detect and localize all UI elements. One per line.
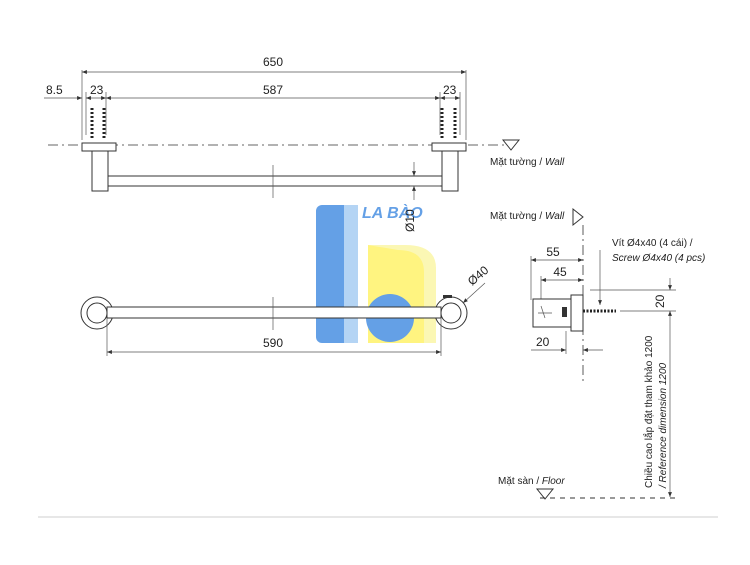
screw-label: Vít Ø4x40 (4 cái) / [612, 238, 693, 249]
rosette-right-inner [440, 302, 462, 324]
wall-label-front: Mặt tường / Wall [490, 157, 565, 168]
set-screw [562, 307, 567, 317]
dim-bracket-left: 23 [90, 83, 104, 97]
brand-mark [443, 295, 452, 298]
wall-level-symbol-side [572, 207, 584, 227]
bracket-side-plate [570, 294, 584, 332]
screw-right-pair [440, 108, 457, 140]
dim-inner-span: 587 [263, 83, 283, 97]
rosette-left-inner [86, 302, 108, 324]
dim-edge-offset: 8.5 [46, 83, 63, 97]
ref-height-vi: Chiều cao lắp đặt tham khảo 1200 [642, 335, 655, 488]
dim-bar-length: 590 [263, 336, 283, 350]
watermark-text: LA BÀO [362, 203, 423, 222]
floor-level-symbol [535, 488, 555, 500]
towel-bar-front [107, 175, 443, 187]
ref-height-en: / Reference dimension 1200 [658, 362, 669, 489]
screw-left-pair [90, 108, 106, 140]
bracket-plate-right [431, 142, 467, 152]
watermark-logo: LA BÀO [316, 203, 436, 343]
bracket-body-right [441, 150, 459, 192]
front-view: 650 8.5 23 587 23 Mặt tường / Wall [44, 55, 565, 232]
dim-rosette-diameter: Ø40 [465, 263, 492, 289]
bracket-plate-left [81, 142, 117, 152]
screw-label-en: Screw Ø4x40 (4 pcs) [612, 253, 705, 264]
towel-bar-top [106, 306, 442, 319]
dim-total-length: 650 [263, 55, 283, 69]
floor-label: Mặt sàn / Floor [498, 476, 565, 487]
dim-depth-total: 55 [546, 245, 560, 259]
dim-bracket-right: 23 [443, 83, 457, 97]
dim-bar-diameter: Ø10 [403, 209, 417, 232]
dim-depth-inner: 45 [553, 265, 567, 279]
side-view: Mặt tường / Wall 55 45 Vít Ø4x40 (4 cái)… [490, 207, 705, 500]
wall-level-symbol [501, 139, 521, 151]
dim-height-small: 20 [653, 294, 667, 308]
wall-label-side: Mặt tường / Wall [490, 211, 565, 222]
dim-base-offset: 20 [536, 335, 550, 349]
bracket-side-mark [538, 305, 552, 319]
watermark-bar-light-blue [344, 205, 358, 343]
bracket-body-left [91, 150, 109, 192]
